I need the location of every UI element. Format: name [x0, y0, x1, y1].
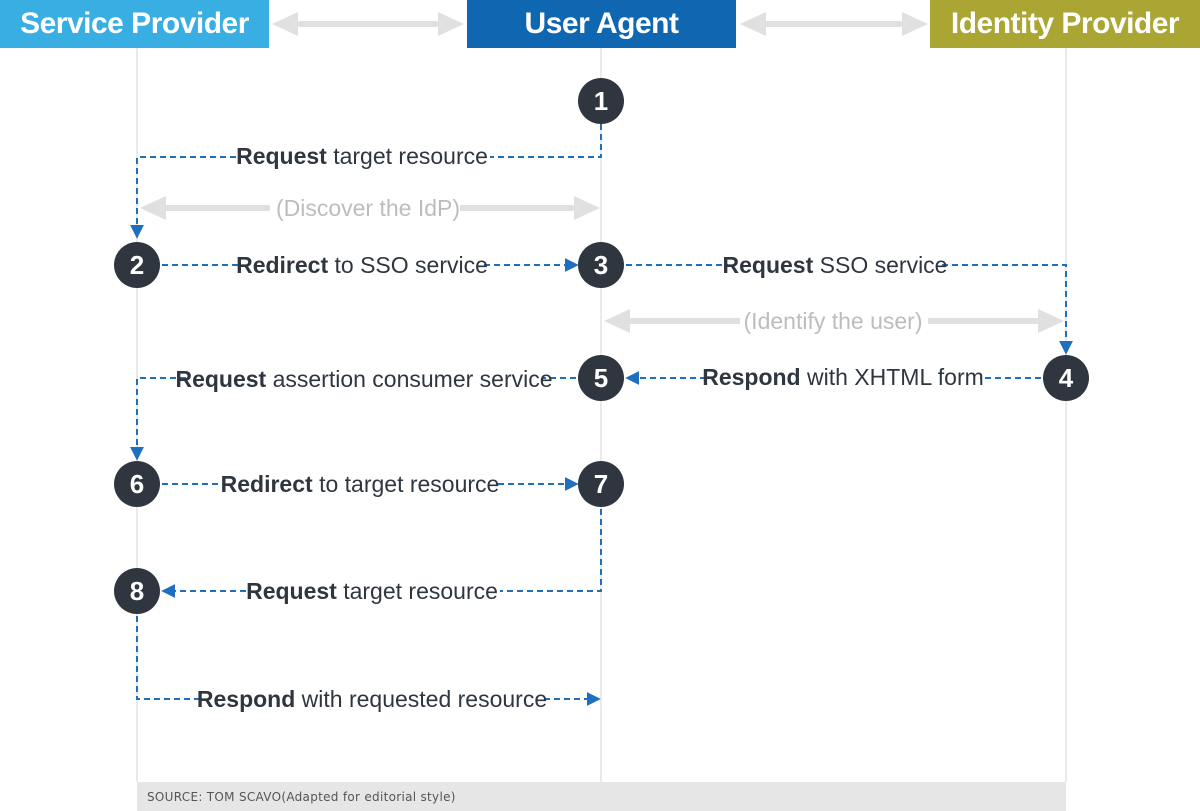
step-1-badge: 1 [578, 78, 624, 124]
svg-text:1: 1 [594, 86, 608, 116]
flow-3b [942, 264, 1073, 355]
svg-text:3: 3 [594, 250, 608, 280]
source-footer: SOURCE: TOM SCAVO (Adapted for editorial… [137, 782, 1066, 811]
step-7-badge: 7 [578, 461, 624, 507]
svg-text:7: 7 [594, 469, 608, 499]
message-7-label: Request target resource [246, 578, 498, 604]
identify-user-arrow [604, 309, 1064, 333]
message-3-label: Request SSO service [723, 252, 948, 278]
flow-1 [137, 124, 602, 236]
step-6-badge: 6 [114, 461, 160, 507]
step-3-badge: 3 [578, 242, 624, 288]
discover-idp-arrow [140, 196, 600, 220]
service-provider-header: Service Provider [0, 0, 269, 48]
svg-text:5: 5 [594, 363, 608, 393]
message-2-label: Redirect to SSO service [236, 252, 488, 278]
step-4-badge: 4 [1043, 355, 1089, 401]
svg-text:8: 8 [130, 576, 144, 606]
svg-text:2: 2 [130, 250, 144, 280]
step-2-badge: 2 [114, 242, 160, 288]
source-credit: SOURCE: TOM SCAVO [147, 789, 282, 804]
source-note: (Adapted for editorial style) [281, 789, 456, 804]
message-8-label: Respond with requested resource [197, 686, 547, 712]
flow-7a [500, 509, 602, 592]
identify-user-label: (Identify the user) [744, 308, 923, 334]
message-1-label: Request target resource [236, 143, 488, 169]
identity-provider-header: Identity Provider [930, 0, 1200, 48]
user-agent-header: User Agent [467, 0, 736, 48]
message-5-label: Request assertion consumer service [175, 366, 552, 392]
step-8-badge: 8 [114, 568, 160, 614]
header-connector-left [272, 12, 464, 36]
discover-idp-label: (Discover the IdP) [276, 195, 460, 221]
message-6-label: Redirect to target resource [221, 471, 500, 497]
message-4-label: Respond with XHTML form [702, 364, 984, 390]
svg-text:6: 6 [130, 469, 144, 499]
svg-text:4: 4 [1059, 363, 1074, 393]
step-5-badge: 5 [578, 355, 624, 401]
flow-5b [130, 377, 186, 461]
header-connector-right [740, 12, 928, 36]
flow-8a [136, 616, 200, 700]
